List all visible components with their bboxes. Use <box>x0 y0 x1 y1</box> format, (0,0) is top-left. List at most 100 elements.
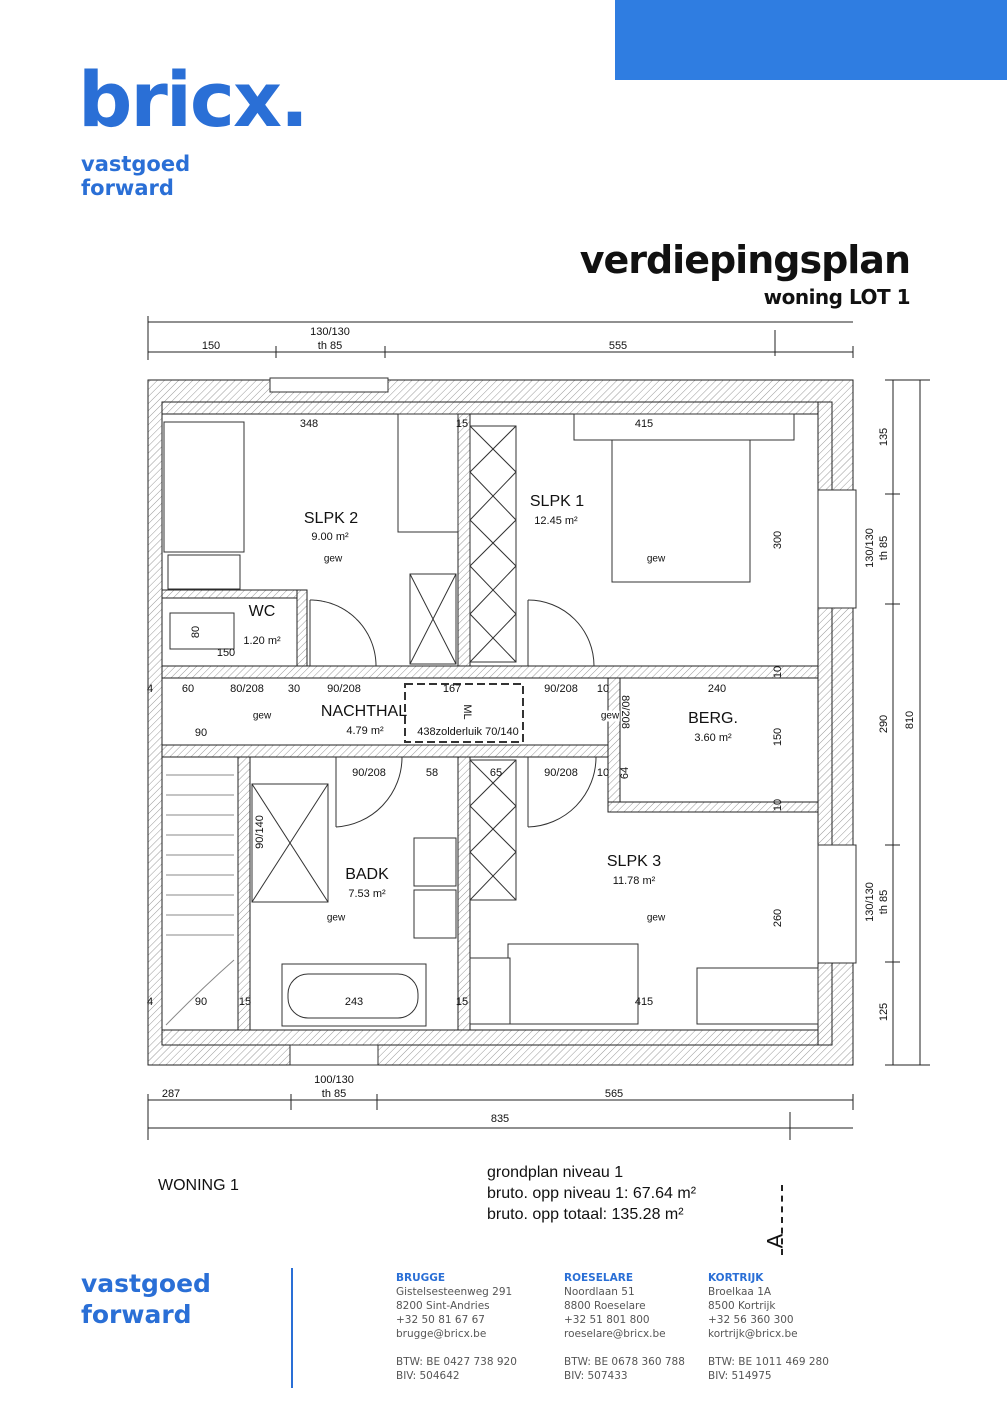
office-btw: BTW: BE 0427 738 920 <box>396 1356 517 1368</box>
tagline-line-2: forward <box>81 176 174 200</box>
room-area-slpk2: 9.00 m² <box>311 531 349 543</box>
room-name-slpk1: SLPK 1 <box>529 493 585 510</box>
office-address: Broelkaa 1A <box>708 1286 772 1298</box>
office-btw: BTW: BE 1011 469 280 <box>708 1356 829 1368</box>
dim-label: 80 <box>190 625 202 639</box>
office-btw: BTW: BE 0678 360 788 <box>564 1356 685 1368</box>
dim-label: 80/208 <box>230 683 264 695</box>
dim-label: 10 <box>772 798 784 812</box>
office-kortrijk: KORTRIJK Broelkaa 1A 8500 Kortrijk +32 5… <box>708 1271 829 1383</box>
dim-label: 565 <box>604 1088 624 1100</box>
office-city: ROESELARE <box>564 1272 633 1284</box>
floor-label: gew <box>322 553 344 565</box>
floor-label: gew <box>251 710 273 722</box>
plan-level-note: grondplan niveau 1 <box>487 1164 624 1181</box>
dim-label: ML <box>461 704 473 720</box>
dim-label: 290 <box>878 714 890 734</box>
room-area-slpk3: 11.78 m² <box>612 875 656 887</box>
office-address: Noordlaan 51 <box>564 1286 635 1298</box>
dim-label: 65 <box>489 767 503 779</box>
footer-divider <box>291 1268 293 1388</box>
dim-label: 135 <box>878 427 890 447</box>
area-total-note: bruto. opp totaal: 135.28 m² <box>487 1206 684 1223</box>
dim-label: 150 <box>216 647 236 659</box>
room-area-wc: 1.20 m² <box>243 635 281 647</box>
dim-label: 15 <box>455 996 469 1008</box>
dim-label: 130/130 <box>864 528 876 568</box>
floor-label: gew <box>599 710 621 722</box>
dim-label: 80/208 <box>619 695 631 729</box>
unit-label: WONING 1 <box>158 1177 239 1194</box>
page-title: verdiepingsplan <box>579 238 911 282</box>
footer-tagline-line-2: forward <box>81 1300 192 1329</box>
dim-label: 835 <box>490 1113 510 1125</box>
dim-label: 243 <box>344 996 364 1008</box>
office-roeselare: ROESELARE Noordlaan 51 8800 Roeselare +3… <box>564 1271 685 1383</box>
dim-label: 90/208 <box>327 683 361 695</box>
dim-label: 10 <box>772 665 784 679</box>
dim-label: 260 <box>772 908 784 928</box>
bricx-logo: bricx. <box>78 55 309 144</box>
room-name-badk: BADK <box>345 866 389 883</box>
dim-label: 10 <box>596 683 610 695</box>
dim-label: th 85 <box>878 889 890 915</box>
dim-label: 300 <box>772 530 784 550</box>
dim-label: 90/140 <box>254 815 266 849</box>
dim-label: 90 <box>194 996 208 1008</box>
dim-label: 167 <box>442 683 462 695</box>
dim-label: 15 <box>238 996 252 1008</box>
dim-label: 90/208 <box>544 767 578 779</box>
floor-label: gew <box>325 912 347 924</box>
dim-label: 287 <box>161 1088 181 1100</box>
dim-label: 64 <box>619 766 631 780</box>
dim-label: 10 <box>596 767 610 779</box>
office-biv: BIV: 507433 <box>564 1370 628 1382</box>
dim-label: 415 <box>634 996 654 1008</box>
room-name-wc: WC <box>248 603 276 620</box>
dim-label: 60 <box>181 683 195 695</box>
room-name-berg: BERG. <box>688 710 738 727</box>
office-phone[interactable]: +32 50 81 67 67 <box>396 1314 485 1326</box>
dim-label: 555 <box>608 340 628 352</box>
room-name-slpk2: SLPK 2 <box>303 510 359 527</box>
office-biv: BIV: 504642 <box>396 1370 460 1382</box>
dim-label: 15 <box>455 418 469 430</box>
footer-tagline-line-1: vastgoed <box>81 1269 211 1298</box>
dim-label: 130/130 <box>864 882 876 922</box>
room-area-nachthal: 4.79 m² <box>346 725 384 737</box>
office-email[interactable]: roeselare@bricx.be <box>564 1328 666 1340</box>
office-phone[interactable]: +32 56 360 300 <box>708 1314 794 1326</box>
attic-hatch-label: 438zolderluik 70/140 <box>417 726 519 738</box>
office-biv: BIV: 514975 <box>708 1370 772 1382</box>
tagline-line-1: vastgoed <box>81 152 191 176</box>
dim-label: 100/130 <box>314 1074 354 1086</box>
page-subtitle: woning LOT 1 <box>763 285 911 309</box>
dim-label: 30 <box>287 683 301 695</box>
room-area-slpk1: 12.45 m² <box>534 515 578 527</box>
floor-label: gew <box>645 553 667 565</box>
dim-label: 90 <box>194 727 208 739</box>
office-phone[interactable]: +32 51 801 800 <box>564 1314 650 1326</box>
office-postcode: 8200 Sint-Andries <box>396 1300 490 1312</box>
dim-label: 90/208 <box>544 683 578 695</box>
dim-label: 4 <box>146 996 154 1008</box>
office-city: BRUGGE <box>396 1272 446 1284</box>
office-postcode: 8800 Roeselare <box>564 1300 646 1312</box>
area-level-note: bruto. opp niveau 1: 67.64 m² <box>487 1185 697 1202</box>
office-address: Gistelsesteenweg 291 <box>396 1286 513 1298</box>
office-brugge: BRUGGE Gistelsesteenweg 291 8200 Sint-An… <box>396 1271 517 1383</box>
section-marker: A <box>762 1233 788 1249</box>
dim-label: 130/130 <box>310 326 350 338</box>
room-area-badk: 7.53 m² <box>348 888 386 900</box>
room-area-berg: 3.60 m² <box>694 732 732 744</box>
dim-label: th 85 <box>878 535 890 561</box>
room-name-nachthal: NACHTHAL <box>320 703 408 720</box>
dim-label: 415 <box>634 418 654 430</box>
office-email[interactable]: kortrijk@bricx.be <box>708 1328 798 1340</box>
dim-label: th 85 <box>317 340 343 352</box>
dim-label: 4 <box>146 683 154 695</box>
room-name-slpk3: SLPK 3 <box>606 853 662 870</box>
office-email[interactable]: brugge@bricx.be <box>396 1328 487 1340</box>
